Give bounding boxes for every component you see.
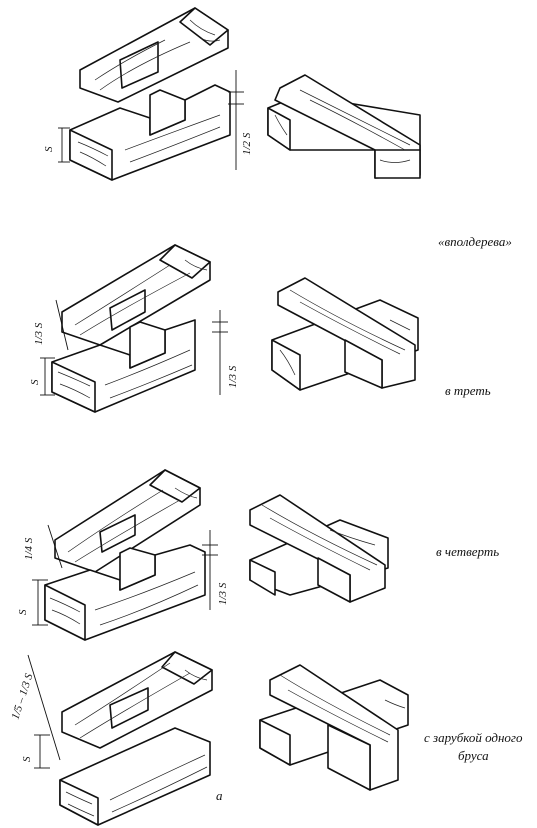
row3-dim-top-label: 1/4 S bbox=[23, 537, 35, 560]
row1-lower-beam bbox=[69, 84, 231, 181]
row3-dims bbox=[32, 524, 218, 626]
dimension-labels: S 1/2 S S 1/3 S 1/3 S S 1/4 S 1/3 S S 1/… bbox=[9, 132, 253, 762]
row2-dim-top-label: 1/3 S bbox=[33, 322, 45, 345]
row2-assembled-joint bbox=[271, 277, 419, 391]
row2-caption: в треть bbox=[445, 383, 491, 398]
row3-caption: в четверть bbox=[436, 544, 500, 559]
row2-dim-left-label: S bbox=[29, 379, 41, 385]
row4-dims bbox=[27, 654, 61, 769]
row2-lower-beam bbox=[51, 319, 196, 413]
row4-caption-line2: бруса bbox=[458, 748, 489, 763]
row4-lower-beam bbox=[59, 727, 211, 826]
row2-dims bbox=[40, 299, 228, 396]
row3-lower-beam bbox=[44, 544, 206, 641]
row2-upper-beam bbox=[61, 244, 211, 346]
figure-letter: а bbox=[216, 788, 223, 803]
row1-caption: «вполдерева» bbox=[438, 234, 512, 249]
row1-upper-beam bbox=[79, 7, 229, 103]
row1-dim-left-label: S bbox=[43, 146, 55, 152]
row2-dim-right-label: 1/3 S bbox=[227, 365, 239, 388]
row1-dim-left bbox=[58, 127, 70, 163]
row3-dim-left-label: S bbox=[17, 609, 29, 615]
row4-dim-top-label: 1/5 – 1/3 S bbox=[9, 672, 35, 721]
row4-dim-left-label: S bbox=[21, 756, 33, 762]
row1-assembled-joint bbox=[267, 74, 421, 179]
row4-upper-beam bbox=[61, 651, 213, 749]
row1-dim-right-label: 1/2 S bbox=[241, 132, 253, 155]
row1-dim-right bbox=[228, 70, 244, 170]
row4-caption-line1: с зарубкой одного bbox=[424, 730, 523, 745]
row3-assembled-joint bbox=[249, 494, 389, 603]
row3-upper-beam bbox=[54, 469, 201, 573]
row3-dim-right-label: 1/3 S bbox=[217, 582, 229, 605]
row4-assembled-joint bbox=[259, 664, 409, 791]
